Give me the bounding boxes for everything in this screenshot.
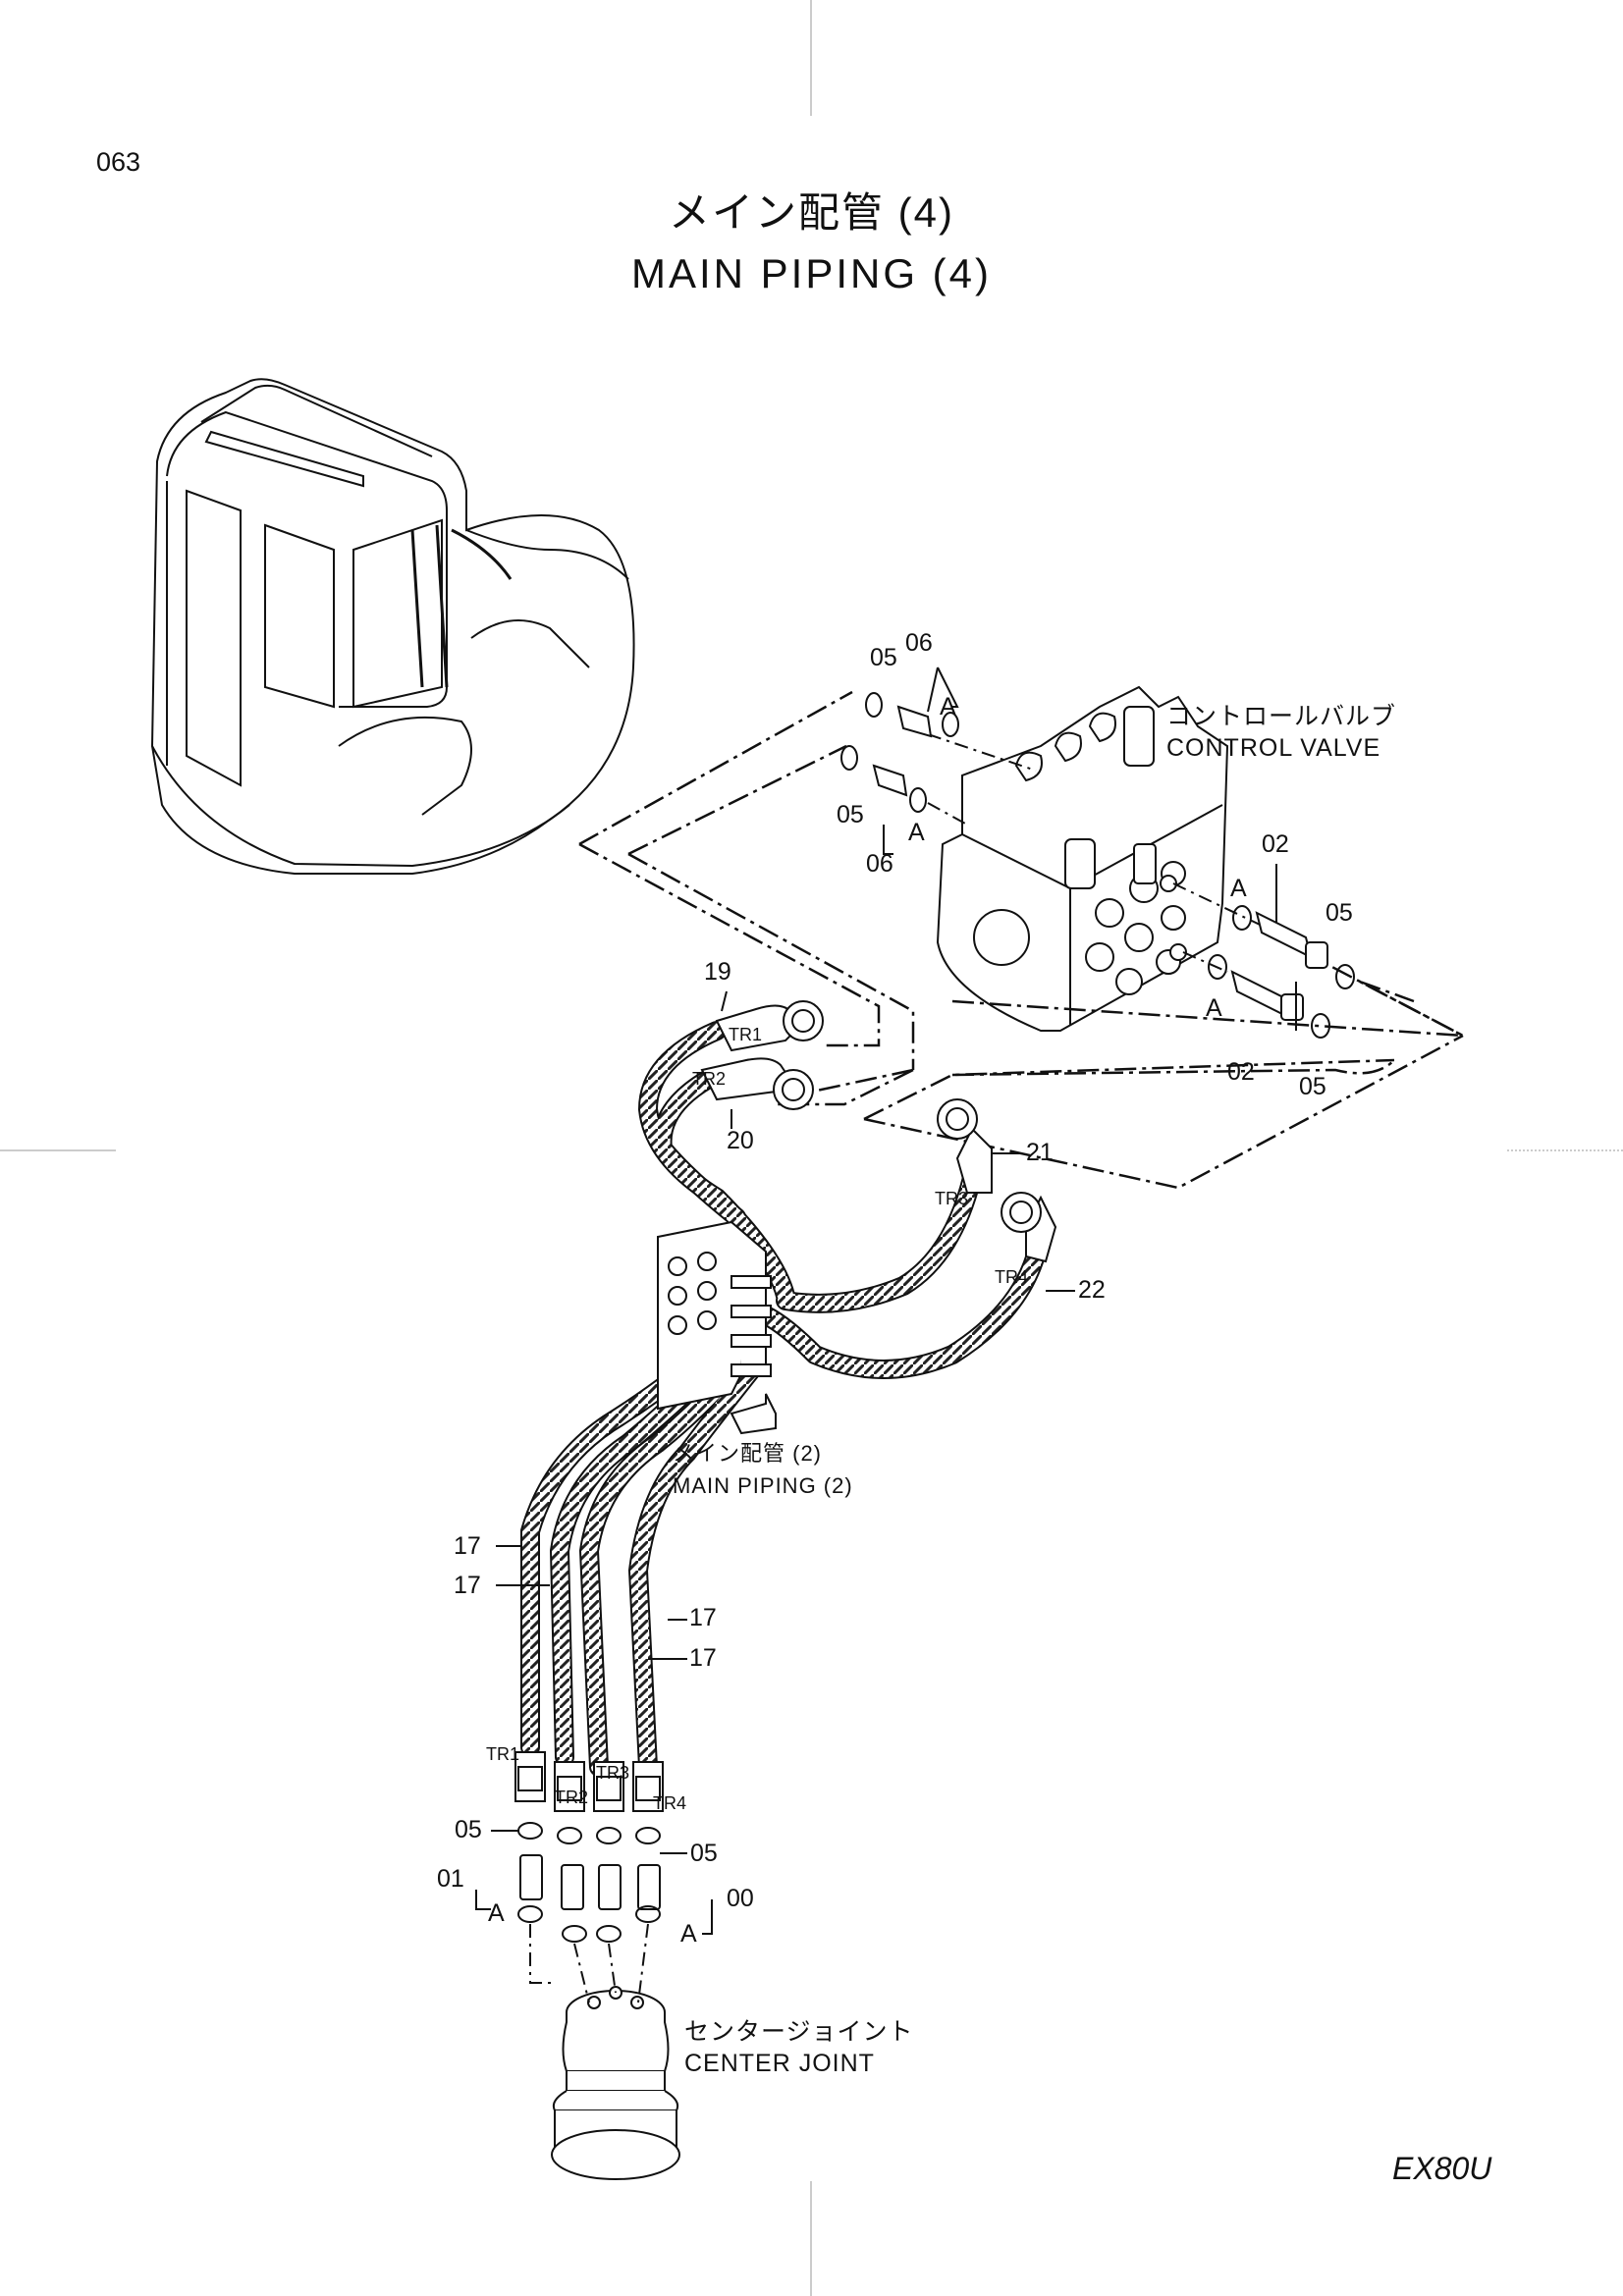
- callout-17: 17: [689, 1644, 717, 1672]
- callout-A: A: [940, 693, 956, 721]
- callout-19: 19: [704, 958, 731, 986]
- tag-tr4: TR4: [995, 1267, 1029, 1287]
- control-valve-icon: [936, 685, 1229, 1032]
- main-piping-ref-label-ja: メイン配管 (2): [673, 1441, 823, 1466]
- center-joint-label: CENTER JOINT: [684, 2050, 875, 2077]
- model-label: EX80U: [1392, 2151, 1492, 2186]
- callout-17: 17: [454, 1572, 481, 1599]
- page-title: MAIN PIPING (4): [630, 250, 993, 296]
- control-valve-label-ja: コントロールバルブ: [1166, 703, 1397, 730]
- callout-22: 22: [1078, 1276, 1106, 1304]
- fitting-icon: [872, 705, 1328, 1021]
- excavator-icon: [150, 378, 635, 875]
- page-title-japanese: メイン配管 (4): [668, 189, 954, 236]
- callout-05: 05: [870, 644, 897, 671]
- tag-tr2: TR2: [692, 1069, 727, 1089]
- callout-05: 05: [837, 801, 864, 828]
- control-valve-label: CONTROL VALVE: [1166, 734, 1381, 762]
- o-ring-icon: [517, 692, 1355, 1943]
- assembly-boundary: [578, 690, 1464, 1190]
- main-piping-ref-label: MAIN PIPING (2): [673, 1473, 853, 1498]
- tag-tr3: TR3: [935, 1189, 969, 1208]
- callout-05: 05: [690, 1840, 718, 1867]
- center-joint-label-ja: センタージョイント: [684, 2018, 914, 2046]
- center-joint-icon: [551, 1986, 680, 2180]
- tag-tr2: TR2: [555, 1788, 589, 1807]
- callout-17: 17: [454, 1532, 481, 1560]
- fitting-icon: [700, 1000, 1057, 1263]
- tag-tr1: TR1: [486, 1744, 520, 1764]
- tag-tr3: TR3: [596, 1763, 630, 1783]
- callout-06: 06: [905, 629, 933, 657]
- callout-21: 21: [1026, 1139, 1054, 1166]
- callout-20: 20: [727, 1127, 754, 1154]
- callout-01: 01: [437, 1865, 464, 1893]
- callout-02: 02: [1227, 1058, 1255, 1086]
- callout-A: A: [680, 1920, 697, 1948]
- callout-02: 02: [1262, 830, 1289, 858]
- tag-tr4: TR4: [653, 1793, 687, 1813]
- callout-17: 17: [689, 1604, 717, 1631]
- tag-tr1: TR1: [729, 1025, 763, 1044]
- callout-05: 05: [1299, 1073, 1326, 1100]
- bracket-icon: [657, 1220, 777, 1435]
- callout-A: A: [1230, 875, 1247, 902]
- callout-A: A: [908, 819, 925, 846]
- page-number: 063: [96, 147, 141, 177]
- callout-06: 06: [866, 850, 893, 878]
- callout-05: 05: [1325, 899, 1353, 927]
- callout-05: 05: [455, 1816, 482, 1843]
- callout-00: 00: [727, 1885, 754, 1912]
- callout-A: A: [488, 1899, 505, 1927]
- callout-A: A: [1206, 994, 1222, 1022]
- fitting-icon: [514, 1751, 664, 1910]
